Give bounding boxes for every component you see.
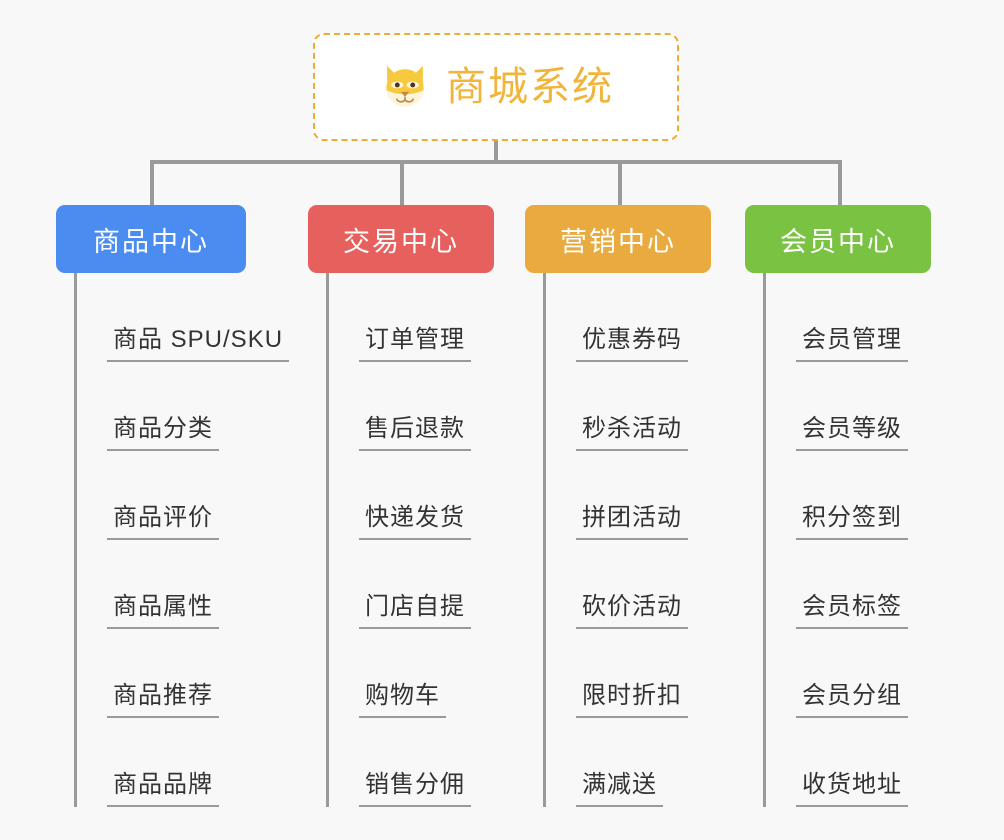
leaf-label: 收货地址 bbox=[802, 771, 902, 799]
leaf-item[interactable]: 会员等级 bbox=[766, 362, 931, 451]
leaf-label: 商品推荐 bbox=[113, 682, 213, 710]
connector-horizontal-bus bbox=[150, 160, 840, 164]
leaf-item[interactable]: 优惠券码 bbox=[546, 273, 711, 362]
leaf-label: 会员管理 bbox=[802, 326, 902, 354]
leaf-item[interactable]: 商品推荐 bbox=[77, 629, 246, 718]
shiba-dog-face-icon bbox=[378, 61, 432, 113]
leaf-item[interactable]: 限时折扣 bbox=[546, 629, 711, 718]
leaf-item[interactable]: 商品分类 bbox=[77, 362, 246, 451]
leaf-list-1: 商品 SPU/SKU 商品分类 商品评价 商品属性 商品推荐 商品品牌 bbox=[74, 273, 290, 807]
leaf-label: 商品属性 bbox=[113, 593, 213, 621]
leaf-item[interactable]: 秒杀活动 bbox=[546, 362, 711, 451]
connector-drop-4 bbox=[838, 160, 842, 207]
leaf-label: 售后退款 bbox=[365, 415, 465, 443]
category-column-交易中心: 交易中心 订单管理 售后退款 快递发货 门店自提 购物车 销售分佣 bbox=[308, 205, 494, 807]
leaf-list-3: 优惠券码 秒杀活动 拼团活动 砍价活动 限时折扣 满减送 bbox=[543, 273, 711, 807]
leaf-item[interactable]: 售后退款 bbox=[329, 362, 494, 451]
category-column-营销中心: 营销中心 优惠券码 秒杀活动 拼团活动 砍价活动 限时折扣 满减送 bbox=[525, 205, 711, 807]
connector-drop-2 bbox=[400, 160, 404, 207]
leaf-item[interactable]: 商品属性 bbox=[77, 540, 246, 629]
leaf-item[interactable]: 积分签到 bbox=[766, 451, 931, 540]
leaf-item[interactable]: 商品 SPU/SKU bbox=[77, 273, 290, 362]
category-header-4[interactable]: 会员中心 bbox=[745, 205, 931, 273]
leaf-label: 商品评价 bbox=[113, 504, 213, 532]
leaf-item[interactable]: 商品品牌 bbox=[77, 718, 246, 807]
leaf-label: 商品品牌 bbox=[113, 771, 213, 799]
leaf-item[interactable]: 订单管理 bbox=[329, 273, 494, 362]
category-column-商品中心: 商品中心 商品 SPU/SKU 商品分类 商品评价 商品属性 商品推荐 商品品牌 bbox=[56, 205, 290, 807]
leaf-item[interactable]: 拼团活动 bbox=[546, 451, 711, 540]
leaf-item[interactable]: 购物车 bbox=[329, 629, 494, 718]
leaf-item[interactable]: 会员标签 bbox=[766, 540, 931, 629]
leaf-item[interactable]: 商品评价 bbox=[77, 451, 246, 540]
leaf-label: 砍价活动 bbox=[582, 593, 682, 621]
leaf-label: 销售分佣 bbox=[365, 771, 465, 799]
leaf-label: 快递发货 bbox=[365, 504, 465, 532]
leaf-item[interactable]: 砍价活动 bbox=[546, 540, 711, 629]
leaf-label: 拼团活动 bbox=[582, 504, 682, 532]
connector-drop-3 bbox=[618, 160, 622, 207]
leaf-label: 满减送 bbox=[582, 771, 657, 799]
leaf-label: 订单管理 bbox=[365, 326, 465, 354]
leaf-label: 限时折扣 bbox=[582, 682, 682, 710]
leaf-item[interactable]: 销售分佣 bbox=[329, 718, 494, 807]
leaf-item[interactable]: 门店自提 bbox=[329, 540, 494, 629]
leaf-list-4: 会员管理 会员等级 积分签到 会员标签 会员分组 收货地址 bbox=[763, 273, 931, 807]
category-header-2[interactable]: 交易中心 bbox=[308, 205, 494, 273]
leaf-label: 商品分类 bbox=[113, 415, 213, 443]
category-header-3[interactable]: 营销中心 bbox=[525, 205, 711, 273]
root-node[interactable]: 商城系统 bbox=[313, 33, 679, 141]
root-title: 商城系统 bbox=[446, 65, 614, 109]
leaf-label: 门店自提 bbox=[365, 593, 465, 621]
leaf-label: 会员分组 bbox=[802, 682, 902, 710]
leaf-label: 积分签到 bbox=[802, 504, 902, 532]
leaf-item[interactable]: 收货地址 bbox=[766, 718, 931, 807]
leaf-list-2: 订单管理 售后退款 快递发货 门店自提 购物车 销售分佣 bbox=[326, 273, 494, 807]
leaf-label: 会员标签 bbox=[802, 593, 902, 621]
leaf-label: 优惠券码 bbox=[582, 326, 682, 354]
leaf-label: 商品 SPU/SKU bbox=[113, 326, 284, 354]
leaf-label: 会员等级 bbox=[802, 415, 902, 443]
category-header-1[interactable]: 商品中心 bbox=[56, 205, 246, 273]
leaf-label: 购物车 bbox=[365, 682, 440, 710]
category-column-会员中心: 会员中心 会员管理 会员等级 积分签到 会员标签 会员分组 收货地址 bbox=[745, 205, 931, 807]
leaf-item[interactable]: 会员分组 bbox=[766, 629, 931, 718]
connector-root-stem bbox=[494, 141, 498, 163]
connector-drop-1 bbox=[150, 160, 154, 207]
leaf-label: 秒杀活动 bbox=[582, 415, 682, 443]
leaf-item[interactable]: 会员管理 bbox=[766, 273, 931, 362]
leaf-item[interactable]: 满减送 bbox=[546, 718, 711, 807]
leaf-item[interactable]: 快递发货 bbox=[329, 451, 494, 540]
